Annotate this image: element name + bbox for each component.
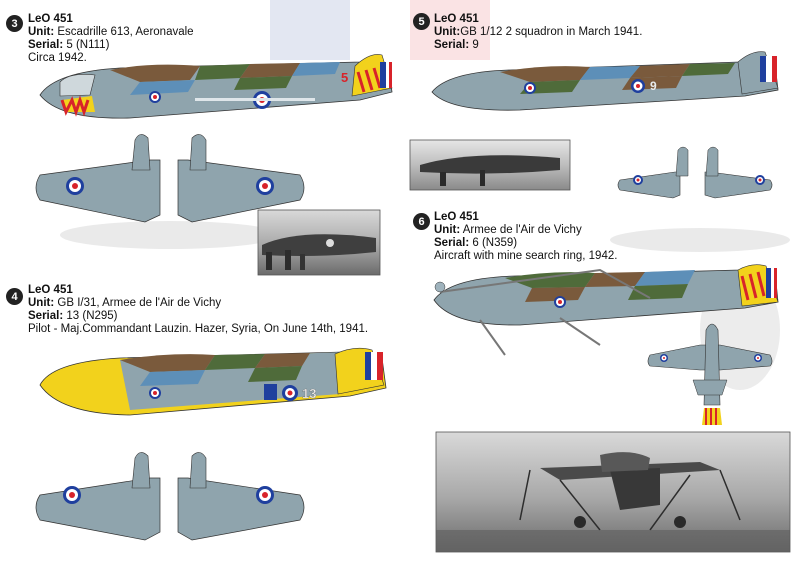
top-plan-6 bbox=[647, 323, 773, 425]
photo-2 bbox=[409, 139, 571, 191]
aircraft-type: LeO 451 bbox=[434, 211, 479, 223]
aircraft-type: LeO 451 bbox=[434, 13, 479, 25]
unit-line: Unit: Armee de l'Air de Vichy bbox=[434, 224, 617, 237]
unit-value: GB 1/12 2 squadron in March 1941. bbox=[460, 26, 643, 38]
caption-profile-4: LeO 451 Unit: GB I/31, Armee de l'Air de… bbox=[28, 284, 368, 336]
serial-value: 6 (N359) bbox=[472, 237, 518, 249]
unit-line: Unit: Escadrille 613, Aeronavale bbox=[28, 26, 194, 39]
serial-value: 9 bbox=[472, 39, 479, 51]
svg-text:5: 5 bbox=[341, 70, 348, 85]
serial-line: Serial: 9 bbox=[434, 39, 642, 52]
svg-text:9: 9 bbox=[650, 79, 657, 93]
note: Pilot - Maj.Commandant Lauzin. Hazer, Sy… bbox=[28, 323, 369, 335]
wing-plan-4 bbox=[35, 452, 305, 541]
svg-text:13: 13 bbox=[302, 386, 316, 401]
profile-number-badge: 5 bbox=[413, 13, 430, 30]
note: Aircraft with mine search ring, 1942. bbox=[434, 250, 618, 262]
caption-profile-3: LeO 451 Unit: Escadrille 613, Aeronavale… bbox=[28, 13, 194, 65]
unit-label: Unit: bbox=[28, 26, 55, 38]
serial-line: Serial: 13 (N295) bbox=[28, 310, 368, 323]
serial-value: 5 (N111) bbox=[66, 39, 110, 51]
serial-line: Serial: 5 (N111) bbox=[28, 39, 194, 52]
unit-value: Escadrille 613, Aeronavale bbox=[57, 26, 194, 38]
serial-label: Serial: bbox=[434, 237, 470, 249]
aircraft-profile-3: 5 bbox=[39, 54, 393, 119]
note: Circa 1942. bbox=[28, 52, 87, 64]
caption-profile-5: LeO 451 Unit:GB 1/12 2 squadron in March… bbox=[434, 13, 642, 52]
aircraft-type: LeO 451 bbox=[28, 284, 73, 296]
profile-number-badge: 3 bbox=[6, 15, 23, 32]
unit-label: Unit: bbox=[434, 224, 461, 236]
unit-label: Unit: bbox=[434, 26, 461, 38]
unit-value: Armee de l'Air de Vichy bbox=[462, 224, 582, 236]
unit-label: Unit: bbox=[28, 297, 55, 309]
photo-3 bbox=[435, 431, 791, 553]
serial-label: Serial: bbox=[28, 39, 64, 51]
serial-value: 13 (N295) bbox=[66, 310, 118, 322]
aircraft-profile-5: 9 bbox=[431, 51, 779, 111]
aircraft-profile-4: 13 bbox=[39, 347, 387, 416]
unit-line: Unit:GB 1/12 2 squadron in March 1941. bbox=[434, 26, 642, 39]
photo-1 bbox=[257, 209, 381, 276]
serial-line: Serial: 6 (N359) bbox=[434, 237, 617, 250]
wing-plan-5 bbox=[617, 146, 773, 199]
caption-profile-6: LeO 451 Unit: Armee de l'Air de Vichy Se… bbox=[434, 211, 617, 263]
unit-value: GB I/31, Armee de l'Air de Vichy bbox=[57, 297, 222, 309]
aircraft-profile-6 bbox=[433, 264, 779, 356]
unit-line: Unit: GB I/31, Armee de l'Air de Vichy bbox=[28, 297, 368, 310]
profile-number-badge: 4 bbox=[6, 288, 23, 305]
aircraft-type: LeO 451 bbox=[28, 13, 73, 25]
profile-number-badge: 6 bbox=[413, 213, 430, 230]
serial-label: Serial: bbox=[28, 310, 64, 322]
serial-label: Serial: bbox=[434, 39, 470, 51]
wing-plan-3 bbox=[35, 134, 305, 223]
